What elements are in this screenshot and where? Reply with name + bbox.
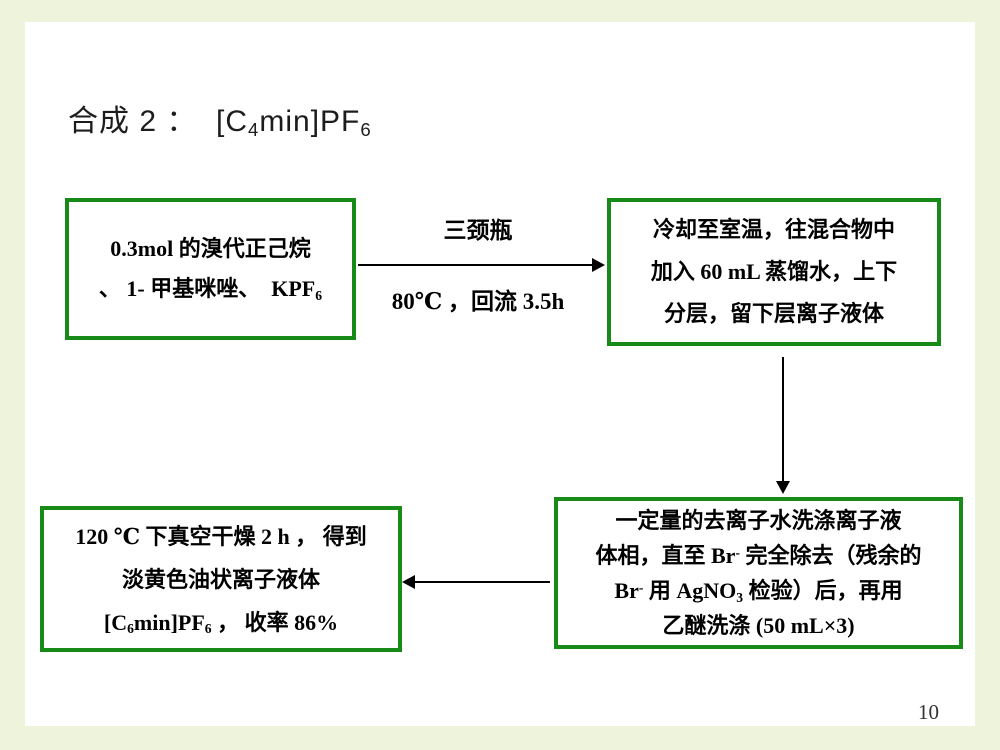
cooling-line-3: 分层，留下层离子液体 [663,301,884,326]
condition-label-reflux: 80℃ ，回流 3.5h [391,289,565,314]
drying-line-3: [C6min]PF6 ， 收率 86% [103,609,339,637]
flow-box-washing: 一定量的去离子水洗涤离子液 体相，直至 Br- 完全除去（残余的 Br- 用 A… [554,497,963,649]
drying-line-2: 淡黄色油状离子液体 [121,566,320,592]
cooling-line-2: 加入 60 mL 蒸馏水，上下 [650,259,898,284]
slide: 合成 2 ： [C4min]PF6 0.3mol 的溴代正己烷 、 1- 甲基咪… [25,22,975,726]
washing-line-1: 一定量的去离子水洗涤离子液 [615,508,902,533]
arrow-washing-to-drying-line [415,581,550,583]
flow-box-reagents: 0.3mol 的溴代正己烷 、 1- 甲基咪唑、 KPF6 [65,198,356,340]
flow-box-cooling: 冷却至室温，往混合物中 加入 60 mL 蒸馏水，上下 分层，留下层离子液体 [607,198,941,346]
arrow-cooling-to-washing-line [782,357,784,485]
flow-box-drying: 120 ℃ 下真空干燥 2 h ， 得到 淡黄色油状离子液体 [C6min]PF… [40,506,402,652]
cooling-line-1: 冷却至室温，往混合物中 [652,217,895,242]
arrow-right-head-icon [592,258,605,272]
reagents-line-2: 、 1- 甲基咪唑、 KPF6 [98,276,323,303]
washing-line-4: 乙醚洗涤 (50 mL×3) [662,613,855,638]
arrow-down-head-icon [776,481,790,494]
slide-title: 合成 2 ： [C4min]PF6 [68,105,372,141]
washing-line-3: Br- 用 AgNO3 检验）后，再用 [614,578,903,605]
drying-line-1: 120 ℃ 下真空干燥 2 h ， 得到 [75,523,367,549]
condition-label-flask: 三颈瓶 [443,218,513,243]
reagents-line-1: 0.3mol 的溴代正己烷 [110,236,311,261]
arrow-reagents-to-cooling-line [358,264,592,266]
arrow-left-head-icon [402,575,415,589]
washing-line-2: 体相，直至 Br- 完全除去（残余的 [595,543,922,568]
page-number: 10 [918,700,939,724]
